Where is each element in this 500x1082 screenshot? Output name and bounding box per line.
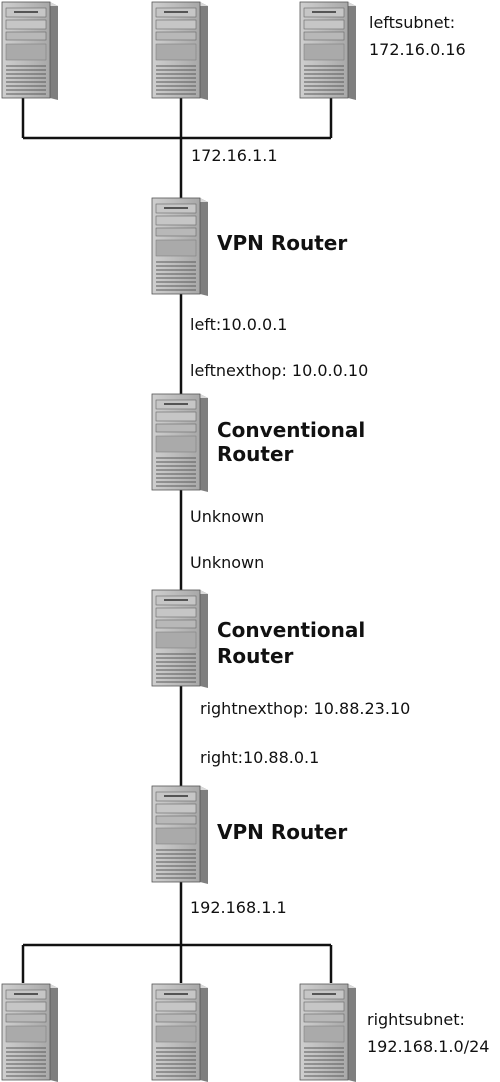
vpn-router-left-server-tower-icon [151,197,209,296]
right-gateway-label: 192.168.1.1 [190,898,287,917]
right-address-label: right:10.88.0.1 [200,748,319,767]
right-subnet-label: rightsubnet: [367,1010,465,1029]
vpn-router-left-label: VPN Router [217,231,347,255]
conventional-router-2-label-line2: Router [217,644,294,668]
conventional-router-1-server-tower-icon [151,393,209,492]
left-host-3-server-tower-icon [299,1,357,100]
conventional-router-2-label-line1: Conventional [217,618,365,642]
left-nexthop-label: leftnexthop: 10.0.0.10 [190,361,368,380]
conventional-router-2-server-tower-icon [151,589,209,688]
left-host-2-server-tower-icon [151,1,209,100]
left-subnet-value: 172.16.0.16 [369,40,466,59]
left-host-1-server-tower-icon [1,1,59,100]
conventional-router-1-label-line1: Conventional [217,418,365,442]
unknown-label-1: Unknown [190,507,264,526]
right-host-2-server-tower-icon [151,983,209,1082]
vpn-router-right-server-tower-icon [151,785,209,884]
right-subnet-value: 192.168.1.0/24 [367,1037,489,1056]
conventional-router-1-label-line2: Router [217,442,294,466]
left-subnet-label: leftsubnet: [369,13,455,32]
left-gateway-label: 172.16.1.1 [191,146,278,165]
right-host-1-server-tower-icon [1,983,59,1082]
right-nexthop-label: rightnexthop: 10.88.23.10 [200,699,410,718]
unknown-label-2: Unknown [190,553,264,572]
left-address-label: left:10.0.0.1 [190,315,287,334]
vpn-router-right-label: VPN Router [217,820,347,844]
right-host-3-server-tower-icon [299,983,357,1082]
